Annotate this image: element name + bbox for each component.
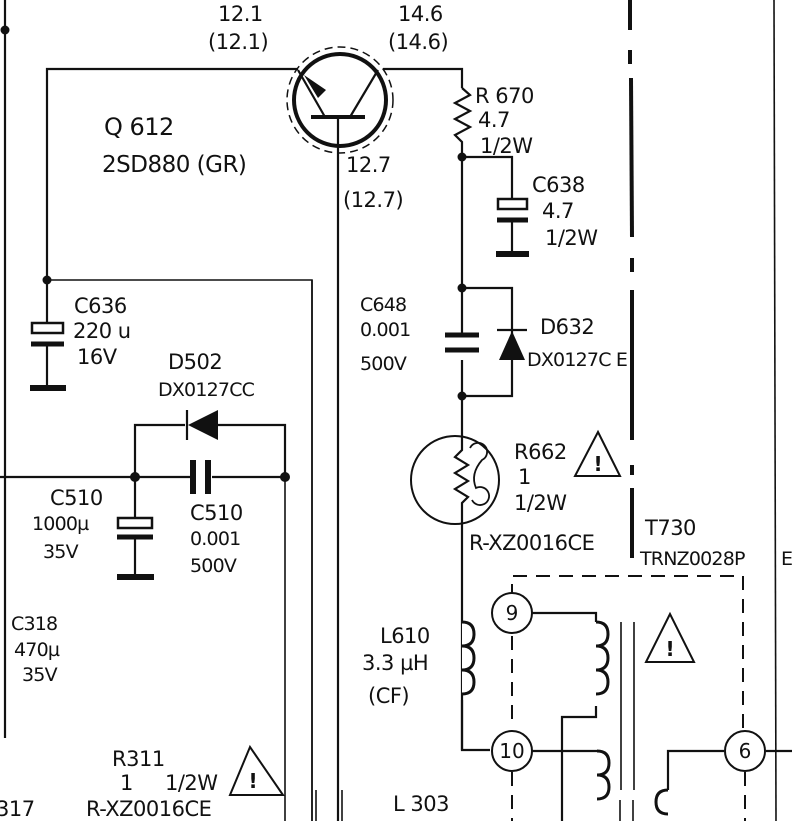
- c648-rating: 500V: [360, 353, 407, 375]
- c648-value: 0.001: [360, 319, 410, 341]
- c510a-ref: C510: [50, 486, 103, 510]
- capacitor-c510a-symbol: [116, 477, 154, 580]
- transformer-t730-symbol: [511, 575, 792, 821]
- diode-d502-symbol: [133, 410, 287, 477]
- diode-d632-symbol: [462, 286, 527, 398]
- inductor-l610-symbol: [460, 620, 490, 752]
- right-rail: [773, 0, 777, 821]
- c638-ref: C638: [532, 173, 585, 197]
- d632-part: DX0127C E: [527, 349, 627, 371]
- c510a-rating: 35V: [43, 541, 79, 563]
- warning-icon: !: [644, 611, 696, 663]
- c318-value: 470µ: [14, 639, 60, 661]
- left-rail: [0, 0, 10, 738]
- r662-ref: R662: [514, 440, 567, 464]
- c638-value: 4.7: [542, 199, 574, 223]
- d502-part: DX0127CC: [158, 379, 255, 401]
- r670-ref: R 670: [475, 84, 534, 108]
- c510b-ref: C510: [190, 501, 243, 525]
- d632-ref: D632: [540, 315, 594, 339]
- r670-rating: 1/2W: [480, 134, 533, 158]
- c648-ref: C648: [360, 294, 406, 316]
- r662-value: 1: [518, 465, 531, 489]
- c636-rating: 16V: [77, 345, 118, 369]
- t730-ref: T730: [644, 516, 696, 540]
- q612-collector-voltage-alt: (14.6): [388, 30, 448, 54]
- t730-suffix: E: [781, 548, 792, 570]
- l610-note: (CF): [368, 684, 409, 708]
- l303-ref: L 303: [393, 792, 449, 816]
- pin-9-label: 9: [506, 601, 519, 625]
- resistor-r662-symbol: [410, 435, 500, 525]
- r311-part: R-XZ0016CE: [86, 797, 211, 821]
- r662-rating: 1/2W: [514, 491, 567, 515]
- pin-6-label: 6: [739, 739, 752, 763]
- c510a-value: 1000µ: [32, 513, 89, 535]
- horizontal-bus-wire: [0, 472, 290, 821]
- q612-base-voltage-alt: (12.1): [208, 30, 268, 54]
- r311-value: 1: [120, 771, 133, 795]
- q612-emitter-voltage: 12.7: [346, 153, 391, 177]
- isolation-boundary-line: [628, 0, 634, 558]
- c510b-rating: 500V: [190, 555, 237, 577]
- pin-10-label: 10: [499, 739, 524, 763]
- q612-base-voltage: 12.1: [218, 2, 263, 26]
- warning-icon: !: [573, 429, 622, 477]
- c638-rating: 1/2W: [545, 226, 598, 250]
- capacitor-c510b-symbol: [190, 460, 211, 494]
- q612-collector-voltage: 14.6: [398, 2, 443, 26]
- svg-text:!: !: [665, 637, 674, 661]
- c510b-value: 0.001: [190, 528, 240, 550]
- q612-part: 2SD880 (GR): [102, 152, 246, 178]
- q612-ref: Q 612: [104, 113, 174, 141]
- d502-ref: D502: [168, 350, 222, 374]
- r670-value: 4.7: [478, 108, 510, 132]
- r662-part: R-XZ0016CE: [469, 531, 594, 555]
- t730-part: TRNZ0028P: [639, 548, 745, 570]
- resistor-r670-symbol: [383, 67, 514, 198]
- c318-ref: C318: [11, 613, 57, 635]
- transformer-pin-6: 6: [724, 730, 766, 772]
- c318-rating: 35V: [22, 664, 58, 686]
- c636-value: 220 u: [73, 319, 131, 343]
- r317-partial-ref: 317: [0, 797, 35, 821]
- capacitor-c648-symbol: [445, 283, 479, 401]
- warning-icon: !: [228, 744, 285, 796]
- transformer-pin-10: 10: [491, 730, 533, 772]
- svg-text:!: !: [593, 452, 602, 476]
- q612-emitter-voltage-alt: (12.7): [343, 188, 403, 212]
- r311-ref: R311: [112, 747, 165, 771]
- capacitor-c638-symbol: [496, 197, 529, 257]
- transistor-q612-symbol: [286, 46, 394, 821]
- svg-text:!: !: [248, 769, 257, 793]
- transformer-pin-9: 9: [491, 592, 533, 634]
- bottom-wires: [315, 790, 343, 821]
- c636-ref: C636: [74, 294, 127, 318]
- l610-value: 3.3 µH: [362, 651, 428, 675]
- l610-ref: L610: [380, 624, 430, 648]
- r311-rating: 1/2W: [165, 771, 218, 795]
